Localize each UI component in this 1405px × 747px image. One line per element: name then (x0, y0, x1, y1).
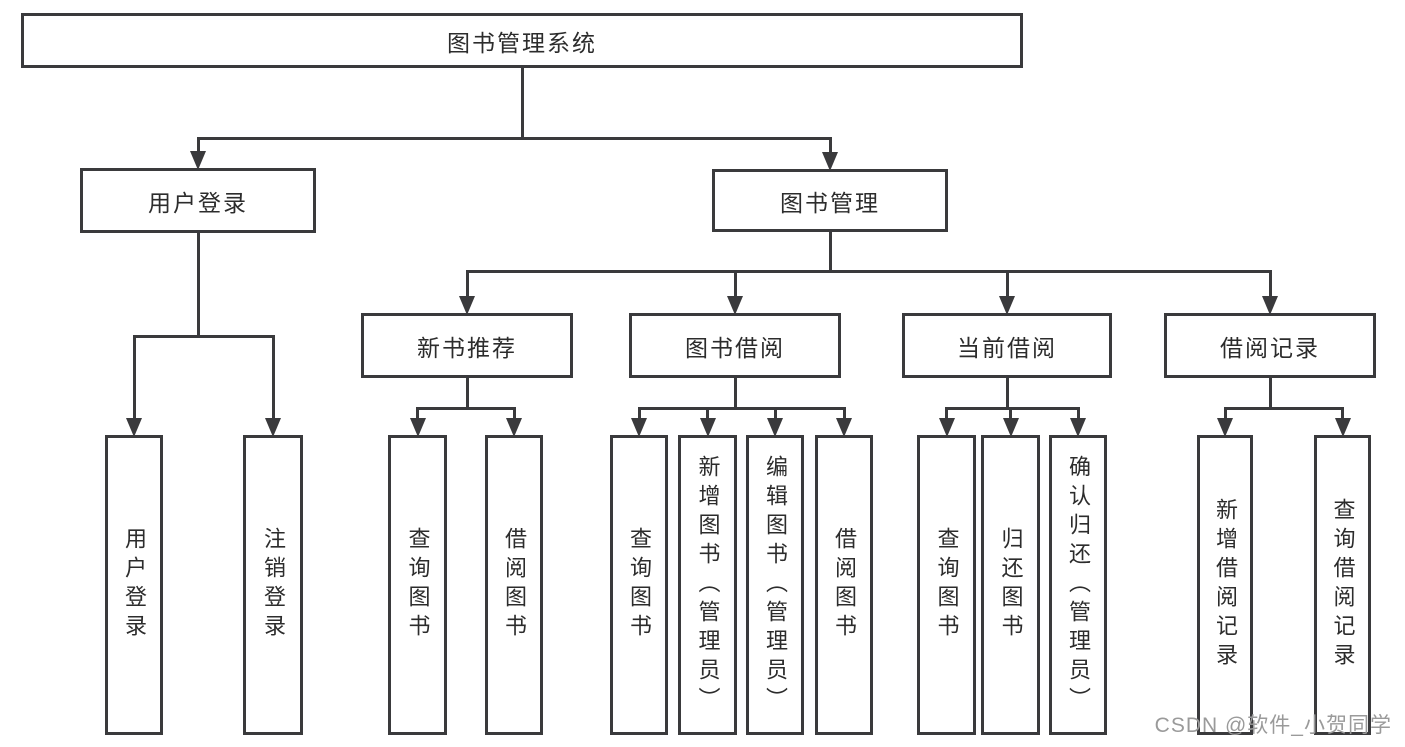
node-label: 查询图书 (405, 527, 431, 643)
arrow-down-head (836, 418, 852, 437)
arrow-down-head (1334, 418, 1351, 437)
node-label: 归还图书 (998, 527, 1024, 643)
node-label: 新书推荐 (417, 334, 517, 361)
connector-line (1005, 377, 1009, 410)
connector-line (1341, 408, 1344, 423)
node-label: 注销登录 (261, 527, 286, 643)
connector-line (842, 408, 846, 423)
node-op-logout: 注销登录 (243, 435, 303, 735)
node-op-query-books-cur: 查询图书 (917, 435, 976, 735)
connector-line (196, 138, 200, 156)
connector-line (1076, 408, 1080, 423)
connector-line (733, 377, 737, 410)
node-op-query-books-borrow: 查询图书 (610, 435, 668, 735)
connector-line (1009, 408, 1012, 423)
arrow-down-head (126, 418, 142, 437)
connector-line (512, 408, 516, 423)
node-label: 借阅图书 (502, 527, 527, 643)
node-label: 编辑图书（管理员） (763, 454, 788, 716)
node-op-edit-books-admin: 编辑图书（管理员） (746, 435, 804, 735)
arrow-down-head (1262, 296, 1278, 315)
connector-line (196, 136, 832, 140)
connector-line (132, 336, 136, 423)
connector-line (520, 67, 524, 140)
connector-line (828, 138, 832, 157)
node-label: 借阅图书 (832, 527, 857, 643)
arrow-down-head (767, 418, 783, 437)
node-label: 新增借阅记录 (1213, 498, 1238, 672)
connector-line (196, 232, 200, 338)
connector-line (1268, 377, 1272, 410)
arrow-down-head (190, 151, 206, 170)
node-label: 图书管理系统 (447, 29, 597, 56)
arrow-down-head (699, 418, 716, 437)
connector-line (1268, 271, 1272, 301)
node-op-query-borrow-record: 查询借阅记录 (1314, 435, 1371, 735)
node-label: 用户登录 (148, 189, 248, 216)
connector-line (1005, 271, 1009, 301)
node-borrow-records: 借阅记录 (1164, 313, 1376, 378)
csdn-watermark: CSDN @软件_小贺同学 (1154, 714, 1392, 737)
node-book-borrowing: 图书借阅 (629, 313, 841, 378)
arrow-down-head (265, 418, 281, 437)
node-op-add-borrow-record: 新增借阅记录 (1197, 435, 1253, 735)
arrow-down-head (459, 296, 475, 315)
node-label: 查询借阅记录 (1330, 498, 1356, 672)
connector-line (706, 408, 709, 423)
node-label: 查询图书 (627, 527, 652, 643)
node-user-login: 用户登录 (80, 168, 316, 233)
node-op-borrow-books: 借阅图书 (815, 435, 873, 735)
arrow-down-head (506, 418, 522, 437)
node-label: 图书管理 (780, 189, 880, 216)
node-op-return-books: 归还图书 (981, 435, 1040, 735)
node-label: 用户登录 (122, 527, 147, 643)
node-current-borrowing: 当前借阅 (902, 313, 1112, 378)
connector-line (637, 406, 846, 410)
connector-line (465, 271, 469, 301)
connector-line (416, 408, 419, 423)
connector-line (416, 406, 516, 410)
node-label: 图书借阅 (685, 334, 785, 361)
node-label: 查询图书 (934, 527, 960, 643)
node-new-book-recommendation: 新书推荐 (361, 313, 573, 378)
arrow-down-head (999, 296, 1015, 315)
node-label: 确认归还（管理员） (1066, 454, 1091, 716)
node-op-user-login: 用户登录 (105, 435, 163, 735)
node-root: 图书管理系统 (21, 13, 1023, 68)
node-book-management: 图书管理 (712, 169, 948, 232)
node-op-query-books-rec: 查询图书 (388, 435, 447, 735)
connector-line (945, 408, 948, 423)
connector-line (945, 406, 1080, 410)
node-label: 新增图书（管理员） (695, 454, 721, 716)
arrow-down-head (1002, 418, 1019, 437)
connector-line (1223, 406, 1344, 410)
connector-line (637, 408, 641, 423)
arrow-down-head (822, 152, 838, 171)
connector-line (271, 336, 275, 423)
connector-line (465, 377, 469, 410)
arrow-down-head (409, 418, 426, 437)
arrow-down-head (631, 418, 647, 437)
arrow-down-head (1070, 418, 1086, 437)
node-op-confirm-return-admin: 确认归还（管理员） (1049, 435, 1107, 735)
connector-line (773, 408, 777, 423)
connector-line (465, 269, 1272, 273)
node-label: 借阅记录 (1220, 334, 1320, 361)
connector-line (1223, 408, 1227, 423)
arrow-down-head (1217, 418, 1233, 437)
connector-line (828, 231, 832, 273)
connector-line (733, 271, 737, 301)
node-op-add-books-admin: 新增图书（管理员） (678, 435, 737, 735)
arrow-down-head (727, 296, 743, 315)
node-op-borrow-books-rec: 借阅图书 (485, 435, 543, 735)
node-label: 当前借阅 (957, 334, 1057, 361)
connector-line (132, 334, 275, 338)
arrow-down-head (938, 418, 955, 437)
